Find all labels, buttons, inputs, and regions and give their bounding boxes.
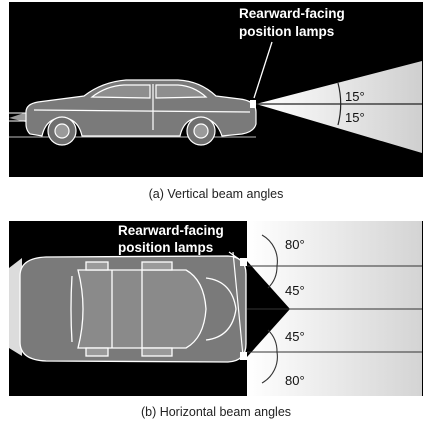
angle-80-lower-label: 80°	[285, 373, 305, 388]
arc-80-lower	[261, 351, 278, 384]
car-side-view	[25, 79, 257, 146]
arc-45-lower	[267, 329, 278, 353]
front-light-hint	[9, 111, 30, 123]
panel-a-label-line1: Rearward-facing	[239, 6, 345, 21]
rear-position-lamp	[250, 100, 256, 108]
angle-lower-label: 15°	[345, 110, 365, 125]
angle-45-lower-label: 45°	[285, 329, 305, 344]
rear-position-lamp-right	[240, 352, 247, 360]
rear-window	[155, 84, 208, 99]
panel-a-caption: (a) Vertical beam angles	[149, 187, 284, 201]
panel-b-label-line1: Rearward-facing	[118, 223, 224, 238]
lamp-pointer-b2	[232, 251, 244, 357]
panel-horizontal: Rearward-facing position lamps 80° 45° 4…	[9, 221, 423, 419]
front-window	[90, 84, 151, 99]
arc-45-upper	[267, 265, 278, 289]
vertical-angle-arc	[337, 82, 342, 126]
angle-45-upper-label: 45°	[285, 283, 305, 298]
rear-position-lamp-left	[240, 258, 247, 266]
arc-80-upper	[261, 234, 278, 267]
panel-vertical: Rearward-facing position lamps 15° 15° (…	[9, 2, 423, 201]
front-light-area	[9, 258, 22, 356]
lamp-pointer-a	[253, 41, 273, 99]
vertical-beam-cone	[256, 61, 422, 153]
angle-upper-label: 15°	[345, 89, 365, 104]
car-top-view	[19, 255, 247, 363]
lamp-pointer-b1	[228, 251, 244, 263]
angle-80-upper-label: 80°	[285, 237, 305, 252]
panel-b-label-line2: position lamps	[118, 240, 213, 255]
panel-b-caption: (b) Horizontal beam angles	[141, 405, 291, 419]
panel-a-label-line2: position lamps	[239, 24, 334, 39]
